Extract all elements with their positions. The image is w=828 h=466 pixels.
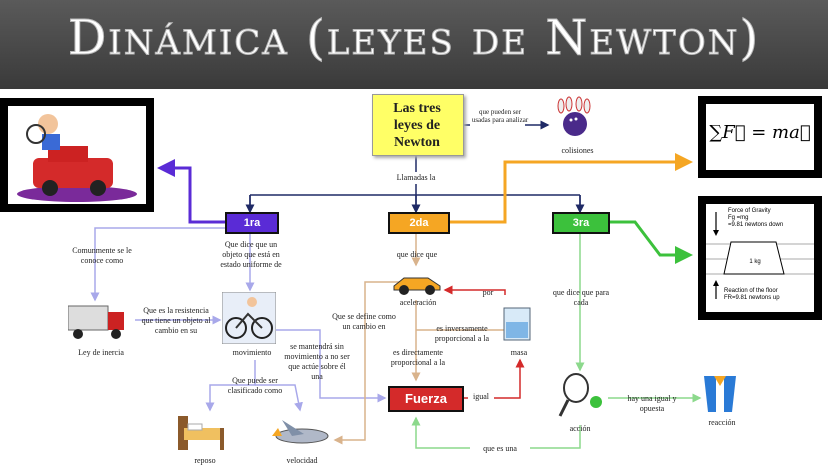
label-accion: acción [569,424,591,433]
label-masa: masa [510,348,528,357]
jet-icon [270,414,332,454]
label-llamadas: Llamadas la [386,173,446,183]
bed-icon [176,412,228,454]
second-law-node: 2da [388,212,450,234]
label-colisiones: colisiones [561,146,594,155]
formula-text: ∑F⃗ = ma⃗ [709,122,811,143]
gravity-label: Force of Gravity Fg =mg =9.81 newtons do… [728,208,784,228]
label-que-dice-que: que dice que [396,250,438,259]
label-igual-opuesta: hay una igual y opuesta [627,394,677,413]
central-node [372,94,464,156]
reaction-icon [700,372,740,414]
label-resistencia: Que es la resistencia que tiene un objet… [141,306,211,335]
label-conoce: Comunmente se le conoce como [72,246,132,265]
label-clasificado: Que puede ser clasificado como [227,376,283,395]
label-aceleracion: aceleración [399,298,437,307]
beaker-icon [500,304,534,344]
label-que-dice-para: que dice que para cada [552,288,610,307]
label-por: por [482,288,494,297]
label-pueden: que pueden ser usadas para analizar [471,108,529,124]
cartoon-frame [0,98,154,212]
label-reposo: reposo [194,456,216,465]
label-ley-inercia: Ley de inercia [78,348,124,357]
label-directamente: es directamente proporcional a la [390,348,446,367]
formula-frame: ∑F⃗ = ma⃗ [698,96,822,178]
first-law-node: 1ra [225,212,279,234]
label-que-es-una: que es una [470,444,530,454]
force-node: Fuerza [388,386,464,412]
label-reaccion: reacción [708,418,736,427]
race-car-icon [392,268,442,296]
label-igual: igual [468,392,494,402]
label-mantendra: se mantendrá sin movimiento a no ser que… [284,342,350,381]
bowling-icon [553,96,597,138]
label-define: Que se define como un cambio en [332,312,396,331]
force-diagram-frame: Force of Gravity Fg =mg =9.81 newtons do… [698,196,822,320]
truck-icon [68,302,128,340]
mass-label: 1 kg [749,259,761,265]
floor-label: Reaction of the floor FR=9.81 newtons up [724,288,780,301]
label-movimiento: movimiento [232,348,272,357]
label-inversamente: es inversamente proporcional a la [434,324,490,343]
central-label: Las tres leyes de Newton [393,101,441,150]
tennis-icon [556,372,606,418]
label-velocidad: velocidad [286,456,318,465]
cyclist-icon [222,292,276,344]
label-que-dice-un: Que dice que un objeto que está en estad… [220,240,282,269]
title-banner: Dinámica (leyes de Newton) [0,0,828,89]
page-title: Dinámica (leyes de Newton) [67,10,761,67]
third-law-node: 3ra [552,212,610,234]
